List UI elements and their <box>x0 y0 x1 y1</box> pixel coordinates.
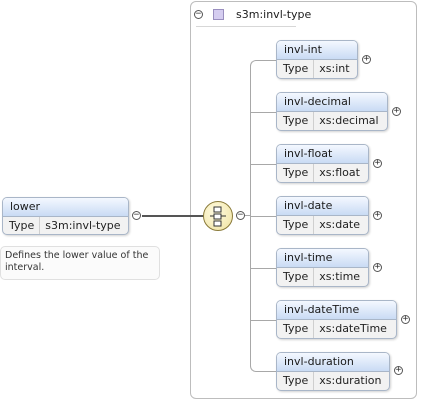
element-name: lower <box>3 198 128 217</box>
element-invl-date[interactable]: invl-date Type xs:date <box>276 196 369 235</box>
expand-invl-time-icon[interactable]: + <box>373 262 382 272</box>
expand-invl-date-icon[interactable]: + <box>373 210 382 220</box>
element-name: invl-time <box>277 249 368 268</box>
branch-line <box>251 164 276 165</box>
element-invl-time[interactable]: invl-time Type xs:time <box>276 248 369 287</box>
type-key: Type <box>277 372 315 390</box>
type-value: xs:decimal <box>319 114 379 127</box>
element-name: invl-date <box>277 197 368 216</box>
branch-line <box>251 112 276 113</box>
complex-type-icon <box>213 9 224 20</box>
type-value: xs:date <box>319 218 361 231</box>
expand-invl-duration-icon[interactable]: + <box>394 365 403 375</box>
expand-invl-int-icon[interactable]: + <box>362 54 371 64</box>
type-value: xs:float <box>319 166 360 179</box>
type-key: Type <box>277 164 315 182</box>
type-value: s3m:invl-type <box>45 219 121 232</box>
element-name: invl-int <box>277 41 357 60</box>
element-invl-int[interactable]: invl-int Type xs:int <box>276 40 358 79</box>
type-key: Type <box>3 217 41 234</box>
element-name: invl-dateTime <box>277 301 396 320</box>
type-key: Type <box>277 216 315 234</box>
element-invl-duration[interactable]: invl-duration Type xs:duration <box>276 352 390 391</box>
branch-line <box>251 216 276 217</box>
branch-line <box>251 320 276 321</box>
sequence-compositor[interactable] <box>203 201 233 231</box>
type-key: Type <box>277 60 315 78</box>
element-name: invl-float <box>277 145 368 164</box>
sequence-compositor-icon <box>210 206 226 227</box>
type-key: Type <box>277 320 315 338</box>
type-value: xs:int <box>319 62 350 75</box>
collapse-sequence-toggle-icon[interactable]: − <box>236 210 245 220</box>
element-lower[interactable]: lower Type s3m:invl-type <box>2 197 129 235</box>
type-value: xs:duration <box>319 374 382 387</box>
type-key: Type <box>277 112 315 130</box>
documentation-note: Defines the lower value of the interval. <box>0 246 160 280</box>
expand-invl-decimal-icon[interactable]: + <box>392 106 401 116</box>
type-box-title: s3m:invl-type <box>236 8 312 21</box>
element-name: invl-decimal <box>277 93 387 112</box>
element-invl-decimal[interactable]: invl-decimal Type xs:decimal <box>276 92 388 131</box>
element-invl-float[interactable]: invl-float Type xs:float <box>276 144 369 183</box>
expand-invl-datetime-icon[interactable]: + <box>401 314 410 324</box>
element-invl-datetime[interactable]: invl-dateTime Type xs:dateTime <box>276 300 397 339</box>
type-value: xs:time <box>319 270 361 283</box>
collapse-lower-toggle-icon[interactable]: − <box>132 210 141 220</box>
connector-line <box>142 215 204 217</box>
branch-line <box>251 268 276 269</box>
type-value: xs:dateTime <box>319 322 387 335</box>
element-name: invl-duration <box>277 353 389 372</box>
type-title-divider <box>196 26 296 27</box>
type-key: Type <box>277 268 315 286</box>
connector-line <box>245 215 251 216</box>
expand-invl-float-icon[interactable]: + <box>373 158 382 168</box>
branch-trunk <box>250 60 276 372</box>
collapse-type-toggle-icon[interactable]: − <box>194 9 203 19</box>
